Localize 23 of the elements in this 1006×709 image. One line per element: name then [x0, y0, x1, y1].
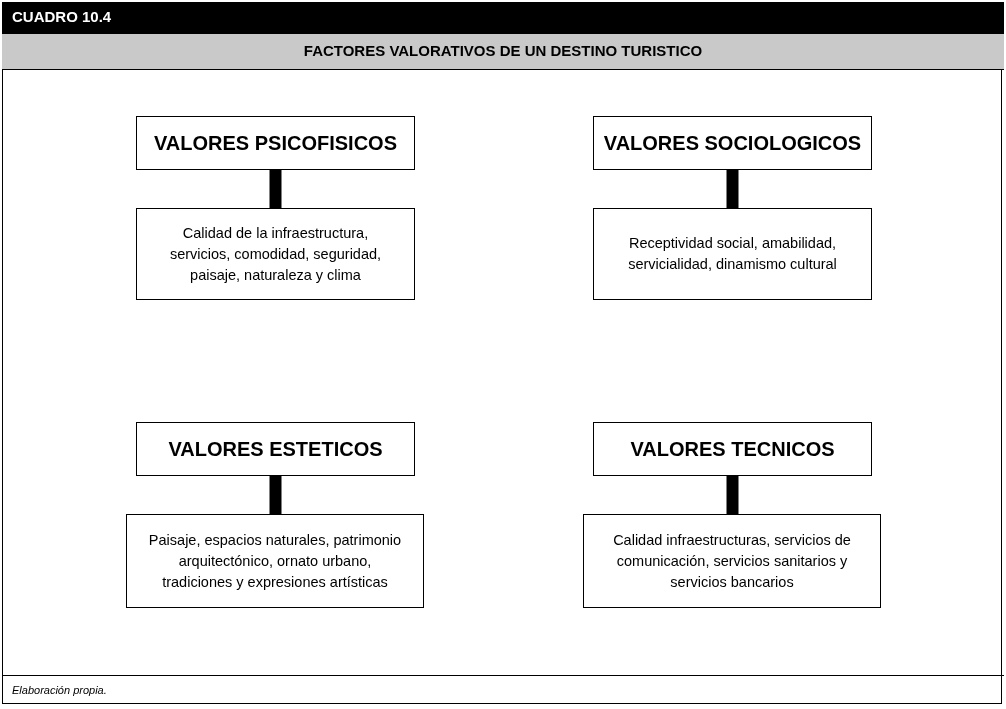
connector-bar: [726, 170, 739, 208]
connector-bar: [726, 476, 739, 514]
heading-box: [593, 422, 872, 476]
table-number: CUADRO 10.4: [12, 8, 112, 25]
heading-text: VALORES TECNICOS: [630, 437, 835, 461]
heading-box: [136, 422, 415, 476]
connector-bar: [269, 170, 282, 208]
description-text: Receptividad social, amabilidad, servicialidad, dinamismo cultural: [627, 234, 838, 274]
description-box: [126, 514, 424, 608]
description-text: Paisaje, espacios naturales, patrimonio arquitectónico, ornato urbano, tradiciones y expresiones artísticas: [147, 530, 403, 592]
connector-bar: [269, 476, 282, 514]
heading-text: VALORES PSICOFISICOS: [154, 131, 397, 155]
description-text: Calidad infraestructuras, servicios de comunicación, servicios sanitarios y servicios bancarios: [612, 530, 852, 592]
heading-box: [136, 116, 415, 170]
description-text: Calidad de la infraestructura, servicios, comodidad, seguridad, paisaje, naturaleza y clima: [168, 223, 383, 285]
description-box: [593, 208, 872, 300]
description-box: [583, 514, 881, 608]
heading-text: VALORES SOCIOLOGICOS: [603, 131, 862, 155]
diagram-title: FACTORES VALORATIVOS DE UN DESTINO TURISTICO: [302, 42, 704, 59]
source-note: Elaboración propia.: [12, 684, 107, 696]
description-box: [136, 208, 415, 300]
heading-text: VALORES ESTETICOS: [168, 437, 383, 461]
heading-box: [593, 116, 872, 170]
